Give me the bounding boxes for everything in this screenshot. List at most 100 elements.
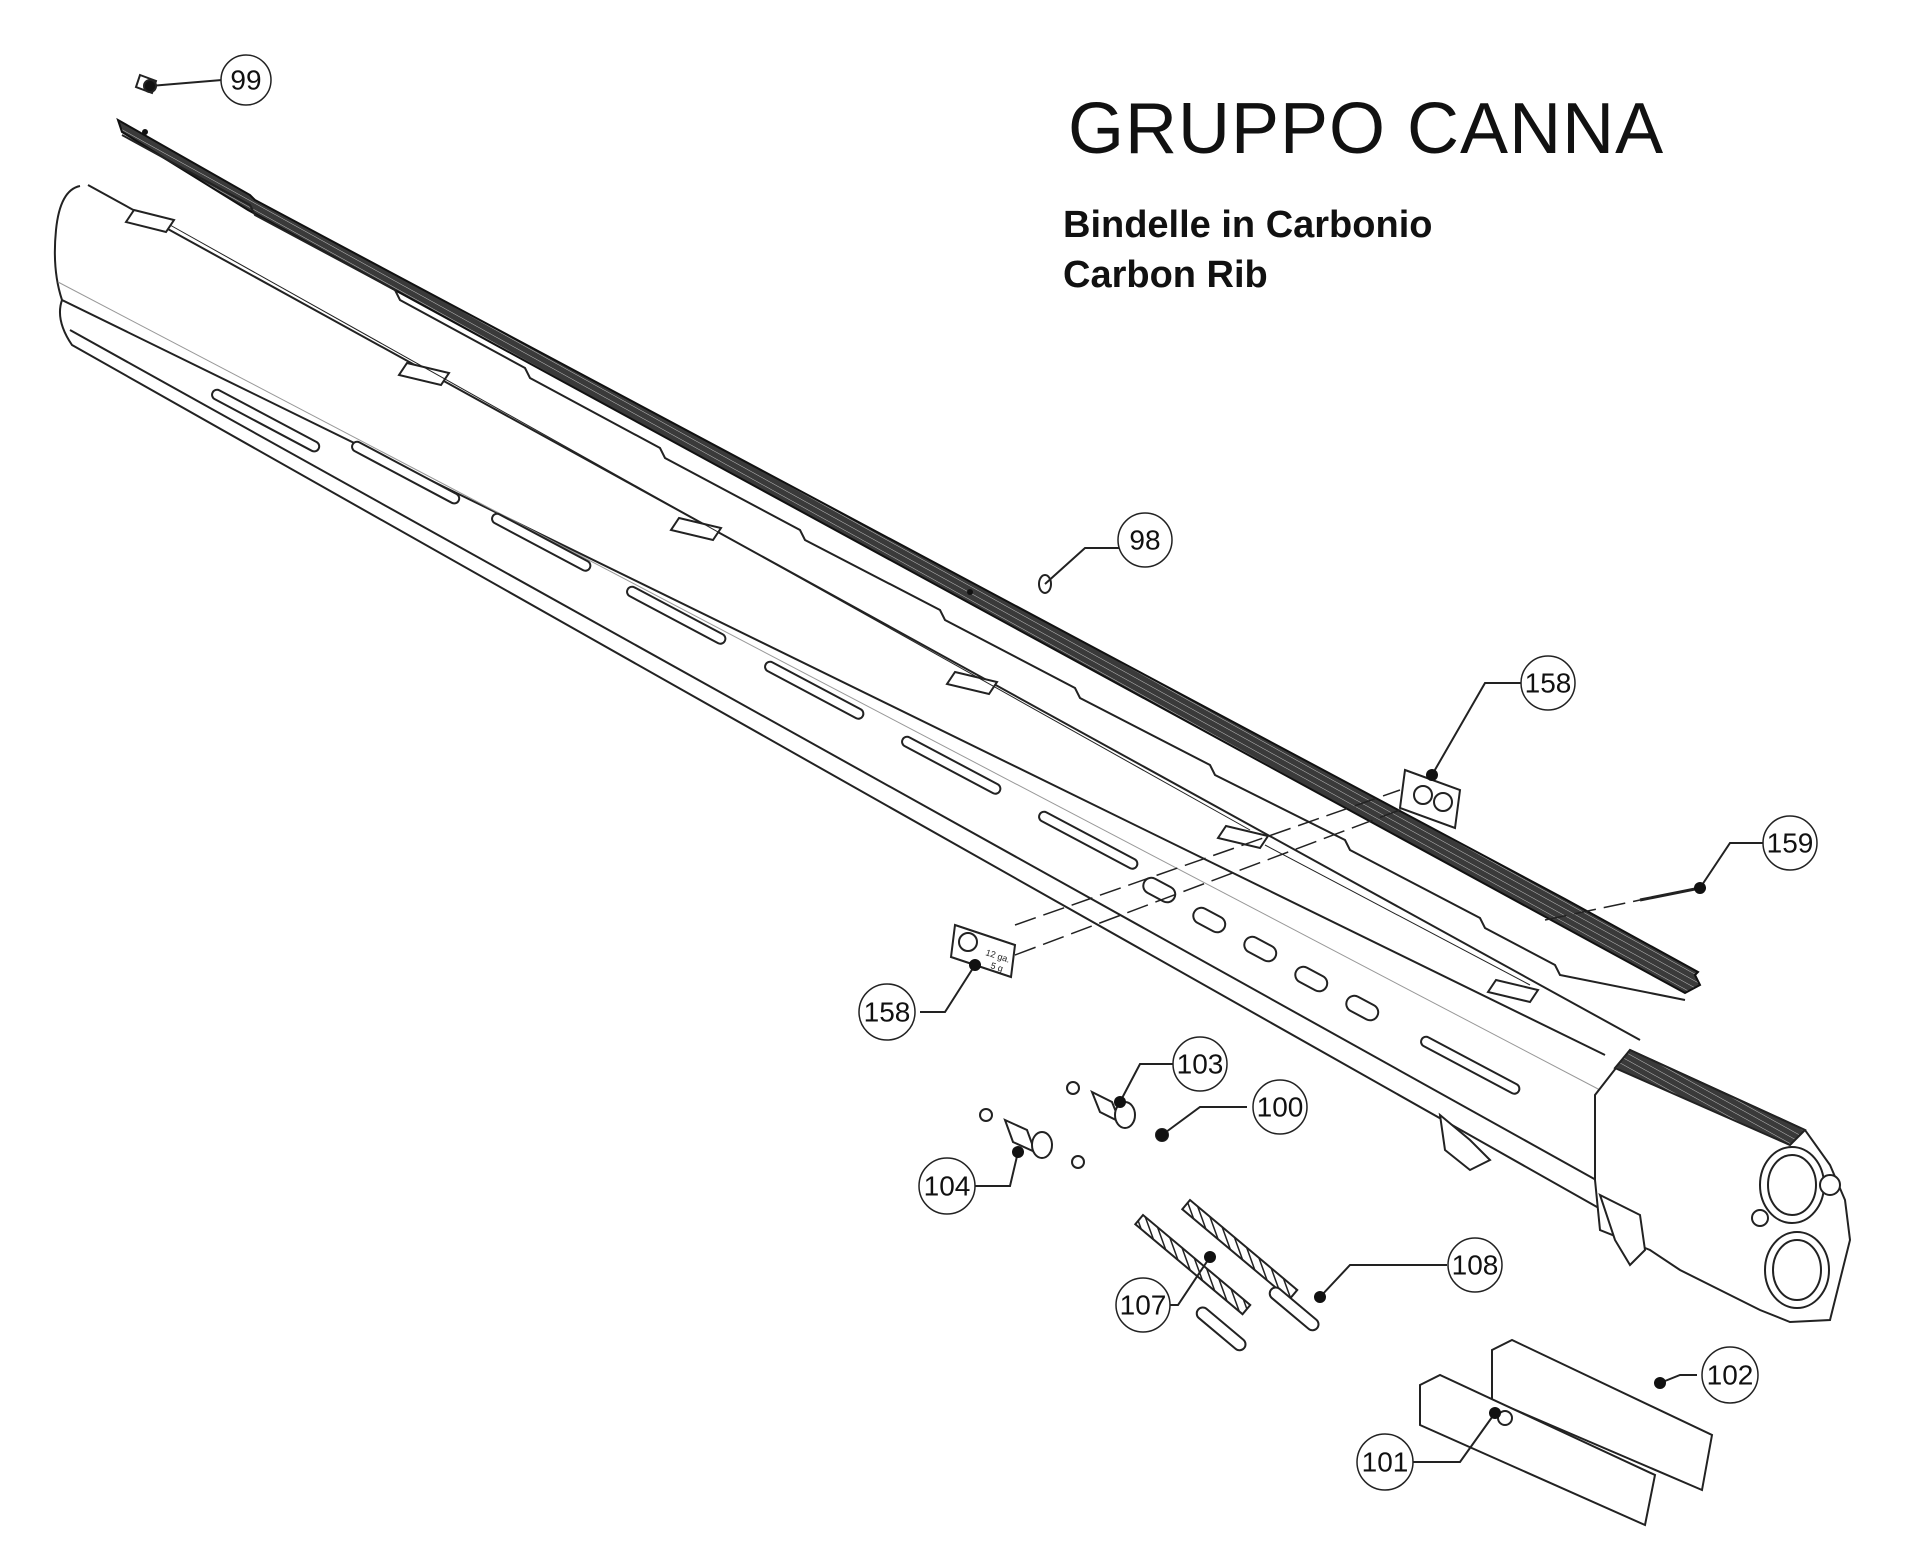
callout-99: 99 <box>230 65 261 96</box>
upper-bore <box>1767 1154 1817 1216</box>
plate-text-weight: 5 g <box>989 960 1004 973</box>
lower-bore <box>1772 1239 1822 1301</box>
barrel-top-edge <box>53 185 1606 1056</box>
vent-slot <box>764 660 865 720</box>
vent-slot <box>1420 1035 1521 1095</box>
rib-post <box>1216 824 1270 850</box>
callout-101-circle <box>1356 1433 1414 1491</box>
barrel-assembly <box>53 184 1651 1221</box>
plate-logo <box>958 932 978 952</box>
vent-slot <box>351 440 461 505</box>
o-ring <box>1071 1155 1085 1169</box>
vent-slot-short <box>1294 965 1329 993</box>
callout-101: 101 <box>1362 1447 1409 1478</box>
guide-pin-lower <box>1195 1306 1247 1352</box>
callout-158-lower-circle <box>858 983 916 1041</box>
lug <box>1438 1112 1492 1172</box>
callout-107-circle <box>1115 1277 1171 1333</box>
o-ring <box>1066 1081 1080 1095</box>
callout-103: 103 <box>1177 1049 1224 1080</box>
barrel-mid-line <box>57 281 1601 1091</box>
rib-post <box>124 208 176 234</box>
vent-slot-short <box>1142 876 1177 904</box>
side-slots <box>211 388 1521 1095</box>
callout-103-circle <box>1172 1036 1228 1092</box>
plate-hole <box>1413 785 1433 805</box>
vent-slot-short <box>1192 906 1227 934</box>
hook <box>1598 1193 1647 1267</box>
barrel-upper-line <box>87 184 1641 1041</box>
weight-plate-lower <box>949 923 1017 979</box>
part-104 <box>979 1108 1085 1169</box>
callout-159-circle <box>1762 815 1818 871</box>
rib-post-lines <box>169 224 1531 986</box>
callout-100-circle <box>1252 1079 1308 1135</box>
callout-108-circle <box>1447 1237 1503 1293</box>
screw-pin <box>1639 886 1701 902</box>
breech-block <box>1438 1048 1852 1324</box>
callout-99-circle <box>220 54 272 106</box>
vent-slot <box>1038 810 1139 870</box>
rib-post <box>669 516 723 542</box>
callout-158-upper: 158 <box>1525 668 1572 699</box>
part-158-upper <box>1398 768 1462 830</box>
callout-108: 108 <box>1452 1250 1499 1281</box>
callout-158-lower: 158 <box>864 997 911 1028</box>
callout-158-upper-circle <box>1520 655 1576 711</box>
o-ring <box>979 1108 993 1122</box>
vent-slot-short <box>1243 935 1278 963</box>
barrel-bottom-edge <box>59 299 1621 1221</box>
part-102 <box>1491 1338 1714 1492</box>
ejector-housing-right <box>1491 1338 1714 1492</box>
callout-labels: 99 98 158 159 158 103 100 104 108 107 10… <box>230 65 1813 1478</box>
carbon-rib <box>116 117 1702 1001</box>
leader-dots <box>145 81 1706 1419</box>
vent-slot <box>211 388 321 453</box>
rib-hole <box>967 589 973 595</box>
rib-lower-profile <box>121 134 1686 1001</box>
part-101 <box>1419 1373 1657 1527</box>
rib-post <box>945 670 999 696</box>
part-108 <box>1195 1286 1320 1352</box>
rib-body <box>116 117 1702 995</box>
callout-104: 104 <box>924 1171 971 1202</box>
callout-102-circle <box>1701 1346 1759 1404</box>
callout-100: 100 <box>1257 1092 1304 1123</box>
rib-posts <box>124 208 1540 1004</box>
vent-slot <box>901 735 1002 795</box>
spring-lower <box>1133 1213 1252 1316</box>
callout-bubbles <box>220 54 1818 1491</box>
page-title: GRUPPO CANNA <box>1068 89 1665 169</box>
pin-hole <box>1751 1209 1769 1227</box>
callout-102: 102 <box>1707 1360 1754 1391</box>
guide-pin-upper <box>1268 1286 1320 1332</box>
callout-98-circle <box>1117 512 1173 568</box>
ejector-housing-left <box>1419 1373 1657 1527</box>
subtitle-italian: Bindelle in Carbonio <box>1063 204 1433 246</box>
vent-slot <box>626 585 727 645</box>
plate-hole <box>1433 792 1453 812</box>
vent-slot <box>491 512 592 572</box>
callout-104-circle <box>918 1157 976 1215</box>
ejector-hole <box>1819 1174 1841 1196</box>
spring-upper <box>1180 1198 1299 1301</box>
callout-107: 107 <box>1120 1290 1167 1321</box>
leader-lines <box>149 79 1765 1463</box>
ejector-head-2 <box>1031 1131 1053 1159</box>
vent-slot-short <box>1345 994 1380 1022</box>
rib-post <box>1486 978 1540 1004</box>
rib-hole <box>142 129 148 135</box>
part-103 <box>1066 1081 1136 1129</box>
part-159 <box>1639 886 1701 902</box>
rib-post <box>397 361 451 387</box>
barrel-lower-line <box>69 329 1651 1211</box>
part-158-lower <box>949 923 1017 979</box>
part-107 <box>1133 1198 1299 1316</box>
callout-159: 159 <box>1767 828 1814 859</box>
subtitle-english: Carbon Rib <box>1063 254 1268 296</box>
dashed-assembly-lines <box>1014 789 1641 956</box>
callout-98: 98 <box>1129 525 1160 556</box>
breech-top-ribbed <box>1613 1048 1807 1147</box>
